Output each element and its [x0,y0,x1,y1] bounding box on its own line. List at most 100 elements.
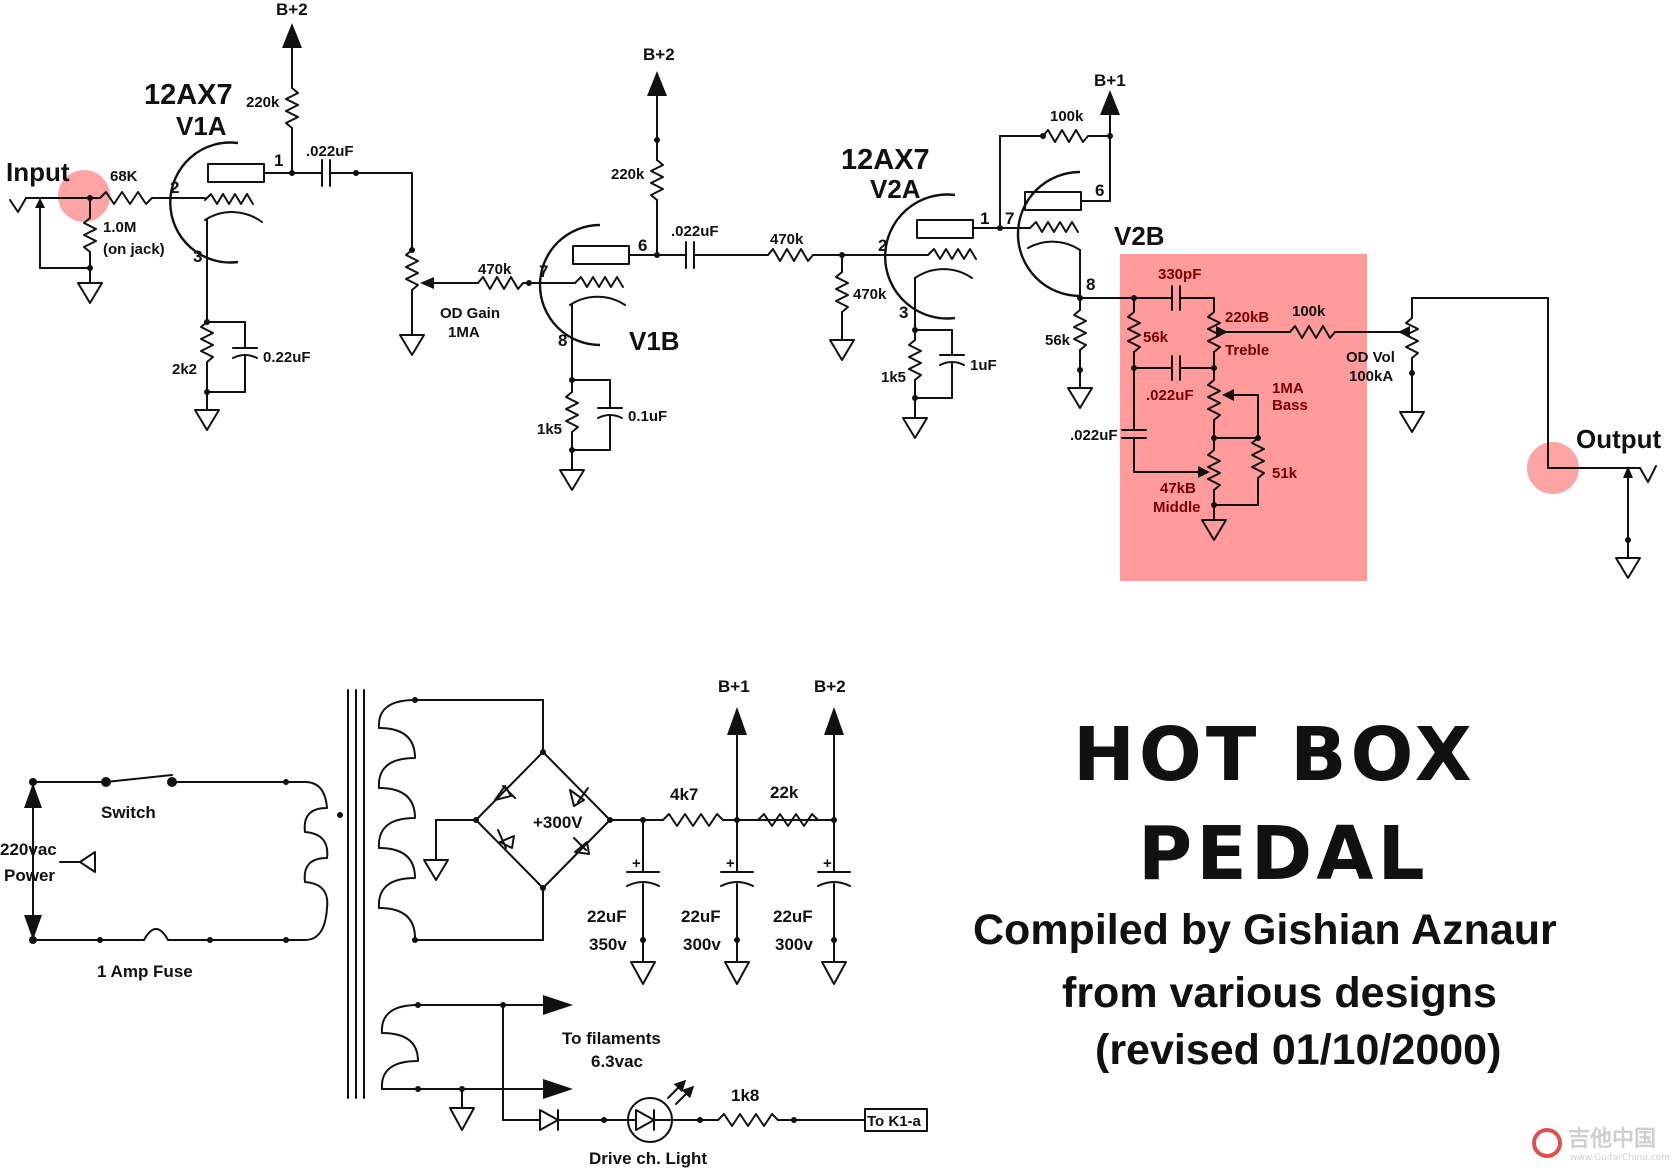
c3-voltage: 300v [775,935,813,954]
b1-label: B+1 [718,677,750,696]
tube-v2b [999,170,1111,299]
svg-text:+: + [726,855,735,872]
resistor-470k-v1b [477,276,536,290]
resistor-470k-v2a [829,254,855,361]
v2a-label: V2A [870,174,921,204]
r-100k-a-label: 100k [1050,108,1084,125]
rect-label: +300V [533,813,583,832]
r-68k-label: 68K [110,168,138,185]
pin-2-a: 2 [170,178,179,197]
pin-1-a: 1 [274,151,283,170]
output-jack [1615,465,1657,579]
tube-v1a [169,141,293,323]
v1b-plate-load [647,71,667,258]
pin-8-b: 8 [1086,275,1095,294]
tube-v2a [841,193,1001,331]
v2a-tube-label: 12AX7 [841,144,930,176]
v1b-cathode [559,377,623,491]
input-label: Input [6,157,70,187]
bass-val-label: 1MA [1272,380,1304,397]
v2-plate-load [997,90,1120,231]
credit-line-3: (revised 01/10/2000) [1095,1026,1501,1074]
transformer-core [347,689,365,1099]
c-022-a-label: .022uF [306,143,354,160]
c-022-b-label: .022uF [671,223,719,240]
pin-2-b: 2 [878,236,887,255]
middle-val-label: 47kB [1160,480,1196,497]
r-220k-b-label: 220k [611,166,645,183]
watermark-url: www.GuitarChina.com [1570,1153,1670,1163]
bridge-rectifier [423,749,613,891]
od-gain-pot[interactable] [399,247,479,356]
v1a-tube-label: 12AX7 [144,79,233,111]
c1-voltage: 350v [589,935,627,954]
drive-light-label: Drive ch. Light [589,1149,707,1168]
r-220k-a-label: 220k [246,94,280,111]
transformer-secondary-hv [377,699,416,939]
c-022-c-label: .022uF [1146,387,1194,404]
svg-text:+: + [632,855,641,872]
credit-line-1: Compiled by Gishian Aznaur [973,906,1557,954]
c-022uf-cath-label: 0.22uF [263,349,311,366]
pin-1-b: 1 [980,209,989,228]
mains-input [24,774,306,944]
c-330pf-label: 330pF [1158,266,1201,283]
v2b-cathode [1067,295,1135,409]
mains-label-2: Power [4,866,55,885]
r-1k5-a-label: 1k5 [537,421,562,438]
c3-value: 22uF [773,907,813,926]
transformer-primary [303,781,329,941]
r-56k-b-label: 56k [1143,329,1169,346]
r-470k-a-label: 470k [478,261,512,278]
filament-winding [380,995,928,1143]
r-4k7-label: 4k7 [670,785,698,804]
pin-8-a: 8 [558,331,567,350]
watermark-cn: 吉他中国 [1568,1126,1656,1152]
b2-label-a: B+2 [276,0,308,19]
output-label: Output [1576,424,1662,454]
title-line-1: HOT BOX [1073,712,1476,798]
tone-stack [1121,285,1265,541]
resistor-1m [77,195,103,304]
resistor-68k [99,191,181,205]
v1a-plate-load [282,23,302,176]
v1b-label: V1B [629,326,680,356]
od-vol-pot[interactable] [1398,297,1641,469]
r-470k-b-label: 470k [770,231,804,248]
od-gain-label: OD Gain [440,305,500,322]
filaments-label: To filaments [562,1029,661,1048]
c-1uf-label: 1uF [970,357,997,374]
cap-022-v1b [656,241,845,269]
r-2k2-label: 2k2 [172,361,197,378]
input-highlight-dot [58,170,110,222]
r-1k8-label: 1k8 [731,1086,759,1105]
v2a-cathode [902,327,965,439]
r-1k5-b-label: 1k5 [881,369,906,386]
pin-6-b: 6 [1095,181,1104,200]
b2-label: B+2 [814,677,846,696]
treble-to-vol [1219,325,1401,339]
b1-label-a: B+1 [1094,71,1126,90]
filaments-voltage: 6.3vac [591,1052,643,1071]
pin-7-b: 7 [1005,209,1014,228]
treble-label: Treble [1225,342,1269,359]
od-gain-val-label: 1MA [448,324,480,341]
switch-label: Switch [101,803,156,822]
od-vol-label: OD Vol [1346,349,1395,366]
filter-chain: + + + [609,707,851,985]
pin-7-a: 7 [539,262,548,281]
r-470k-c-label: 470k [853,286,887,303]
c-022-d-label: .022uF [1070,427,1118,444]
credit-line-2: from various designs [1062,969,1497,1017]
on-jack-label: (on jack) [103,241,165,258]
c2-value: 22uF [681,907,721,926]
r-56k-a-label: 56k [1045,332,1071,349]
treble-val-label: 220kB [1225,309,1269,326]
c-01uf-label: 0.1uF [628,408,667,425]
title-line-2: PEDAL [1138,811,1429,897]
v1a-label: V1A [176,111,227,141]
svg-text:+: + [823,855,832,872]
b2-label-b: B+2 [643,45,675,64]
r-22k-label: 22k [770,783,799,802]
